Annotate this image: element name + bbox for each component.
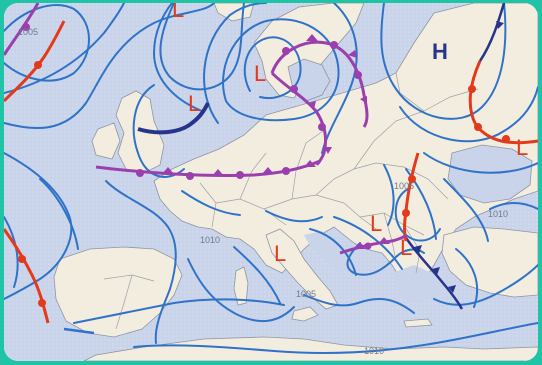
cold-front-northeast	[478, 3, 506, 62]
occluded-front-northwest	[4, 3, 40, 56]
synoptic-chart: 1005 1005 1010 1010 1005 1010 L L L L L …	[4, 3, 538, 361]
anatolia-land	[441, 226, 538, 298]
occluded-front-adriatic	[339, 233, 408, 255]
warm-front-balkans	[402, 152, 420, 242]
black-sea-water	[447, 144, 533, 204]
country-borders	[103, 72, 479, 330]
warm-front-northwest	[4, 20, 66, 103]
crete-land	[403, 318, 433, 328]
weather-map: 1005 1005 1010 1010 1005 1010 L L L L L …	[4, 3, 538, 361]
isobar-value-labels: 1005 1005 1010 1010 1005 1010	[18, 27, 508, 356]
warm-front-northeast	[468, 60, 538, 145]
high-pressure-label: H	[432, 39, 448, 64]
cold-front-stub-southwest	[63, 327, 95, 335]
land-masses	[53, 3, 538, 361]
cold-front-britain	[137, 102, 210, 135]
low-pressure-label: L	[172, 3, 184, 22]
isobars	[4, 3, 538, 354]
aegean-sea-water	[392, 265, 440, 303]
low-pressure-label: L	[274, 241, 286, 266]
occluded-front-main	[95, 159, 321, 180]
low-pressure-label: L	[254, 61, 266, 86]
sicily-land	[291, 306, 319, 322]
isobar-label: 1010	[488, 209, 508, 219]
low-pressure-label: L	[516, 135, 528, 160]
low-pressure-label: L	[400, 235, 412, 260]
isobar-label: 1010	[364, 346, 384, 356]
pressure-labels: L L L L L L L H	[172, 3, 528, 266]
corsica-sardinia-land	[233, 266, 249, 306]
cold-front-balkans	[402, 234, 464, 310]
occluded-front-north	[270, 34, 369, 166]
isobar-label: 1005	[394, 181, 414, 191]
isobar-label: 1005	[296, 289, 316, 299]
great-britain-land	[115, 90, 165, 174]
ireland-land	[91, 122, 121, 160]
scandinavia-land	[253, 3, 365, 99]
weather-fronts	[4, 3, 538, 335]
low-pressure-label: L	[370, 211, 382, 236]
isobar-label: 1010	[200, 235, 220, 245]
isobar-label: 1005	[18, 27, 38, 37]
low-pressure-label: L	[188, 91, 200, 116]
warm-front-iberia	[4, 228, 50, 324]
adriatic-sea-water	[304, 231, 350, 275]
